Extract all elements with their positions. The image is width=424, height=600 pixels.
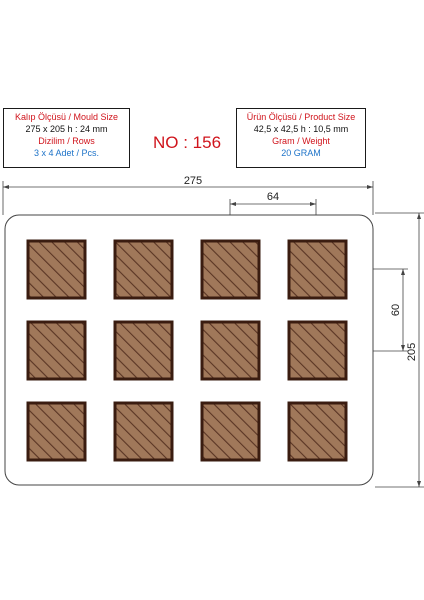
chocolate-cavity xyxy=(200,239,261,300)
chocolate-cavity xyxy=(26,239,87,300)
cavity-spacing-label: 64 xyxy=(267,191,279,203)
chocolate-cavity xyxy=(113,401,174,462)
weight-label: Gram / Weight xyxy=(272,136,330,146)
chocolate-cavity xyxy=(287,401,348,462)
rows-layout-value: 3 x 4 Adet / Pcs. xyxy=(33,148,100,158)
mould-outline xyxy=(4,214,374,486)
mould-size-value: 275 x 205 h : 24 mm xyxy=(25,124,108,134)
rows-label: Dizilim / Rows xyxy=(38,136,95,146)
cavity-grid xyxy=(26,239,348,462)
product-size-value: 42,5 x 42,5 h : 10,5 mm xyxy=(253,124,349,134)
product-size-info-box: Ürün Ölçüsü / Product Size 42,5 x 42,5 h… xyxy=(236,108,366,168)
chocolate-cavity xyxy=(113,320,174,381)
product-size-title: Ürün Ölçüsü / Product Size xyxy=(246,112,356,122)
chocolate-cavity xyxy=(200,320,261,381)
width-dimension-label: 275 xyxy=(184,175,202,187)
height-dimension: 205 xyxy=(375,212,424,488)
width-dimension: 275 xyxy=(2,175,374,215)
model-number: NO : 156 xyxy=(153,133,222,152)
weight-value: 20 GRAM xyxy=(281,148,321,158)
chocolate-cavity xyxy=(200,401,261,462)
height-dimension-label: 205 xyxy=(406,343,418,361)
chocolate-cavity xyxy=(287,320,348,381)
row-spacing-label: 60 xyxy=(390,304,402,316)
chocolate-cavity xyxy=(26,401,87,462)
mould-size-title: Kalıp Ölçüsü / Mould Size xyxy=(14,112,119,122)
mould-size-info-box: Kalıp Ölçüsü / Mould Size 275 x 205 h : … xyxy=(3,108,130,168)
chocolate-cavity xyxy=(26,320,87,381)
chocolate-cavity xyxy=(287,239,348,300)
chocolate-cavity xyxy=(113,239,174,300)
